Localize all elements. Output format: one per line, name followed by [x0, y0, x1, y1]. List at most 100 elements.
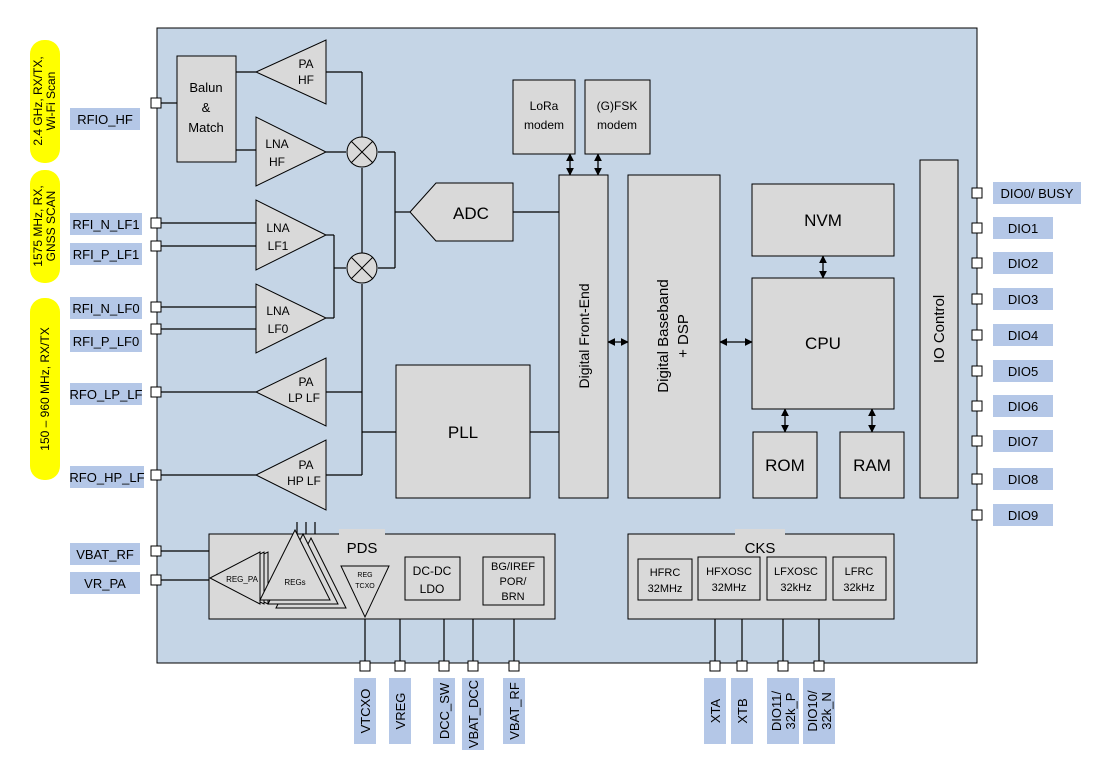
pin-label-vreg: VREG — [393, 693, 408, 730]
digital-front-end-block: Digital Front-End — [558, 174, 609, 499]
pin-label-dio2: DIO2 — [1008, 256, 1038, 271]
pin-label-rfi-n-lf0: RFI_N_LF0 — [72, 301, 139, 316]
digital-baseband-block: Digital Baseband + DSP — [627, 174, 721, 499]
pin-label-dio6: DIO6 — [1008, 399, 1038, 414]
lna-lf1-line2: LF1 — [268, 239, 289, 253]
reg-pa-label: REG_PA — [226, 575, 259, 584]
dcdc-line1: DC-DC — [413, 564, 452, 578]
pa-hf-line2: HF — [298, 73, 314, 87]
pin-label-dio7: DIO7 — [1008, 434, 1038, 449]
lna-hf-line2: HF — [269, 155, 285, 169]
arrows — [566, 153, 876, 433]
lna-lf0-line2: LF0 — [268, 322, 289, 336]
hfxosc-block: HFXOSC 32MHz — [697, 556, 761, 601]
hfxosc-line2: 32MHz — [712, 582, 747, 594]
pin-label-rfo-hp-lf: RFO_HP_LF — [69, 470, 144, 485]
right-pin-pads — [971, 187, 983, 521]
adc-label: ADC — [453, 204, 489, 223]
lna-hf-line1: LNA — [265, 137, 288, 151]
gfsk-line2: modem — [597, 118, 637, 132]
pin-label-xta: XTA — [708, 699, 723, 724]
pds-title: PDS — [347, 540, 378, 557]
pa-hp-lf-line2: HP LF — [287, 474, 321, 488]
pin-label-vbat-dcc: VBAT_DCC — [466, 680, 481, 748]
pin-label-dio8: DIO8 — [1008, 472, 1038, 487]
pin-label-vbat-rf: VBAT_RF — [76, 547, 134, 562]
pin-label-rfo-lp-lf: RFO_LP_LF — [70, 387, 143, 402]
bottom-pin-labels: VTCXO VREG DCC_SW VBAT_DCC VBAT_RF XTA X… — [354, 678, 835, 750]
lfrc-line2: 32kHz — [843, 582, 874, 594]
cpu-block: CPU — [751, 277, 895, 410]
pa-hf-block: PA HF — [254, 39, 327, 105]
ram-block: RAM — [839, 431, 905, 499]
lna-lf0-line1: LNA — [266, 304, 289, 318]
lna-lf0-block: LNA LF0 — [255, 283, 328, 354]
pa-lp-lf-line1: PA — [298, 375, 313, 389]
dcdc-ldo-block: DC-DC LDO — [404, 556, 461, 601]
pll-label: PLL — [448, 423, 478, 442]
reg-tcxo-line2: TCXO — [355, 583, 375, 590]
lfxosc-line1: LFXOSC — [774, 566, 818, 578]
band-label-gnss-line2: GNSS SCAN — [44, 191, 58, 262]
balun-line1: Balun — [189, 80, 222, 95]
io-control-block: IO Control — [919, 159, 959, 499]
pin-label-dio3: DIO3 — [1008, 292, 1038, 307]
nvm-block: NVM — [751, 183, 895, 257]
band-label-gnss-line1: 1575 MHz, RX, — [31, 185, 45, 266]
lora-modem-block: LoRa modem — [512, 79, 576, 155]
hfrc-line1: HFRC — [650, 567, 681, 579]
lna-lf1-line1: LNA — [266, 221, 289, 235]
lfxosc-line2: 32kHz — [780, 582, 811, 594]
ram-label: RAM — [853, 456, 891, 475]
balun-line3: Match — [188, 120, 223, 135]
pin-label-vr-pa: VR_PA — [84, 576, 126, 591]
left-pin-pads — [150, 97, 162, 586]
rom-block: ROM — [752, 431, 818, 499]
dbb-line1: Digital Baseband — [655, 279, 672, 392]
hfxosc-line1: HFXOSC — [706, 566, 752, 578]
pin-label-dio11-line1: DIO11/ — [769, 691, 784, 732]
balun-line2: & — [202, 100, 211, 115]
hfrc-block: HFRC 32MHz — [637, 558, 693, 601]
reg-pa-block: REG_PA — [208, 551, 269, 605]
pin-label-dio9: DIO9 — [1008, 508, 1038, 523]
pin-label-dcc-sw: DCC_SW — [437, 682, 452, 739]
band-label-gnss: 1575 MHz, RX, GNSS SCAN — [30, 170, 60, 283]
cks-title: CKS — [745, 540, 776, 557]
regs-label: REGs — [284, 578, 305, 587]
balun-block: Balun & Match — [176, 55, 237, 163]
pin-label-xtb: XTB — [735, 698, 750, 723]
hfrc-line2: 32MHz — [648, 583, 683, 595]
pin-label-vbat-rf-bottom: VBAT_RF — [507, 682, 522, 740]
band-label-hf-line1: 2.4 GHz, RX/TX, — [31, 56, 45, 145]
bg-iref-block: BG/IREF POR/ BRN — [482, 556, 545, 606]
pin-label-rfi-p-lf0: RFI_P_LF0 — [73, 334, 139, 349]
io-control-label: IO Control — [931, 295, 948, 363]
pin-label-dio10-line2: 32k_N — [819, 692, 834, 730]
bg-line3: BRN — [501, 591, 524, 603]
gfsk-line1: (G)FSK — [597, 99, 638, 113]
dbb-line2: + DSP — [675, 314, 692, 358]
pin-label-rfi-n-lf1: RFI_N_LF1 — [72, 217, 139, 232]
pin-label-dio11-line2: 32k_P — [783, 693, 798, 730]
nvm-label: NVM — [804, 211, 842, 230]
pa-hp-lf-line1: PA — [298, 458, 313, 472]
lora-line2: modem — [524, 118, 564, 132]
reg-tcxo-block: REG TCXO — [340, 565, 390, 619]
dfe-label: Digital Front-End — [576, 283, 592, 388]
right-pin-labels: DIO0/ BUSY DIO1 DIO2 DIO3 DIO4 DIO5 DIO6… — [993, 182, 1081, 526]
adc-block: ADC — [409, 182, 514, 242]
pa-lp-lf-line2: LP LF — [288, 391, 320, 405]
pin-label-vtcxo: VTCXO — [358, 689, 373, 734]
pin-label-dio10-line1: DIO10/ — [805, 690, 820, 732]
band-label-sub-ghz-text: 150 – 960 MHz, RX/TX — [38, 327, 52, 450]
pin-label-dio0: DIO0/ BUSY — [1001, 186, 1074, 201]
pin-label-rfi-p-lf1: RFI_P_LF1 — [73, 247, 139, 262]
pa-hf-line1: PA — [298, 57, 313, 71]
bg-line1: BG/IREF — [491, 561, 535, 573]
mixer-lf-icon — [346, 252, 378, 284]
lfrc-block: LFRC 32kHz — [832, 556, 887, 601]
cpu-label: CPU — [805, 334, 841, 353]
lfxosc-block: LFXOSC 32kHz — [766, 556, 827, 601]
